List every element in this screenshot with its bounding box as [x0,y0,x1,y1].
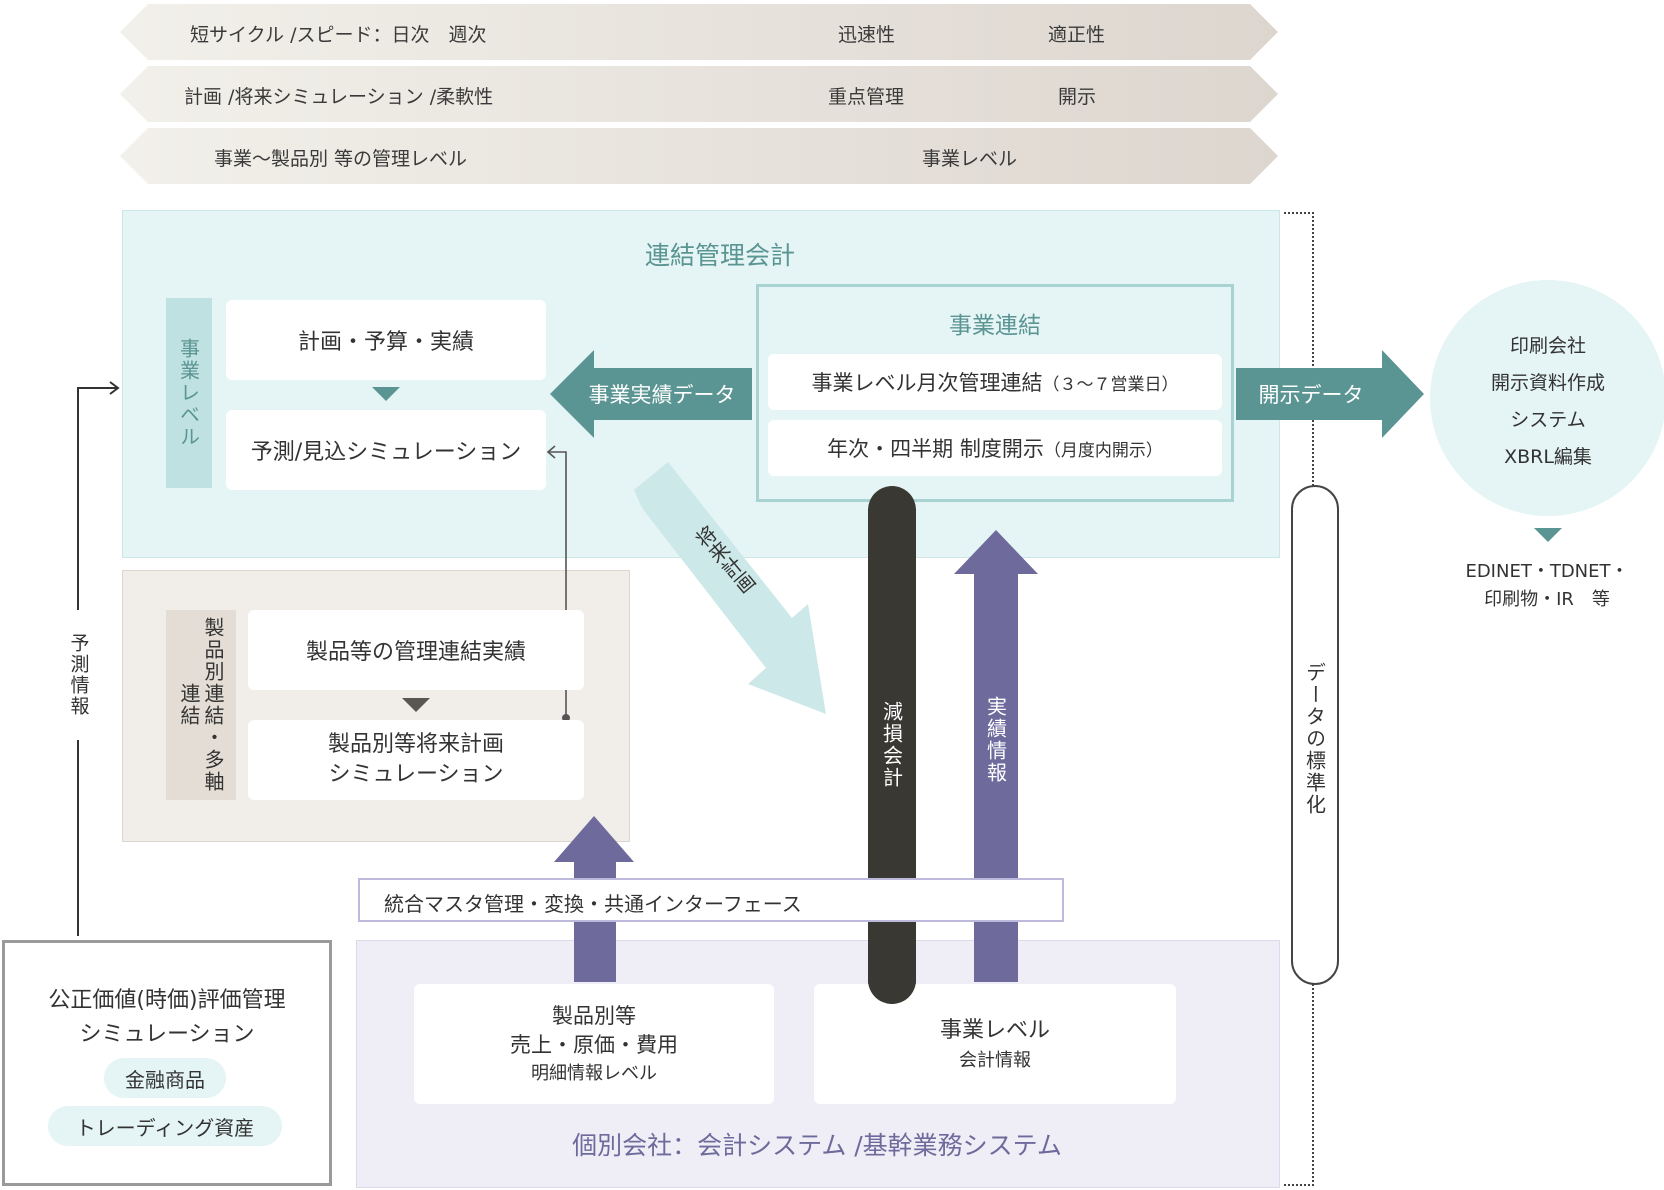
business-accounting-line1: 事業レベル [939,1018,1050,1043]
business-accounting-box: 事業レベル 会計情報 [814,984,1176,1104]
top-bar-2 [120,66,1278,122]
fair-value-title-line2: シミュレーション [79,1022,255,1047]
printing-line-4: XBRL編集 [1504,446,1592,468]
business-consolidation-title: 事業連結 [949,313,1041,339]
top-bar-3-right: 事業レベル [922,148,1018,170]
product-detail-line1: 製品別等 [552,1004,636,1029]
impairment-pillar-cap [868,980,916,1004]
top-bar-1 [120,4,1278,60]
consolidated-title: 連結管理会計 [644,241,795,270]
annual-disclosure-note: （月度内開示） [1043,440,1163,461]
printing-line-1: 印刷会社 [1509,335,1586,357]
top-bar-1-left: 短サイクル /スピード：日次 週次 [190,24,487,46]
printing-company-circle [1430,280,1664,516]
top-bar-2-mid: 重点管理 [828,86,905,108]
master-bar-label: 統合マスタ管理・変換・共通インターフェース [384,892,802,916]
business-level-label: 事業レベル [166,298,212,488]
disclosure-data-arrow [1236,350,1424,438]
results-data-label: 事業実績データ [588,383,736,407]
product-down-triangle-icon [402,698,430,712]
forecast-simulation-box: 予測/見込シミュレーション [226,410,546,490]
product-detail-line3: 明細情報レベル [531,1062,657,1084]
annual-disclosure-box: 年次・四半期 制度開示（月度内開示） [768,420,1222,476]
product-multiaxis-label: 製品別連結・多軸連結 [166,610,236,800]
monthly-consolidation-main: 事業レベル月次管理連結 [811,371,1043,395]
individual-company-title: 個別会社：会計システム /基幹業務システム [572,1131,1062,1160]
top-bar-1-mid: 迅速性 [838,24,896,46]
forecast-info-line [77,387,118,936]
product-future-plan-line2: シミュレーション [328,762,504,787]
printing-output-line1: EDINET・TDNET・ [1465,561,1629,582]
printing-output: EDINET・TDNET・ 印刷物・IR 等 [1430,558,1664,614]
actual-info-label: 実績情報 [983,696,1008,784]
financial-instruments-tag: 金融商品 [104,1058,226,1098]
annual-disclosure-main: 年次・四半期 制度開示 [827,437,1044,461]
top-bar-2-left: 計画 /将来シミュレーション /柔軟性 [184,86,494,108]
product-consolidation-box: 製品等の管理連結実績 [248,610,584,690]
impairment-pillar [868,486,916,1004]
results-data-arrow [550,350,752,438]
printing-company-text: 印刷会社 開示資料作成 システム XBRL編集 [1440,322,1656,482]
actual-info-up-arrow [954,530,1038,982]
trading-assets-tag: トレーディング資産 [48,1106,282,1146]
top-bars-graphic [120,4,1278,184]
top-bar-3-left: 事業〜製品別 等の管理レベル [214,148,468,170]
printing-down-triangle-icon [1534,528,1562,542]
top-bar-1-right: 適正性 [1048,24,1106,46]
product-detail-line2: 売上・原価・費用 [510,1033,678,1058]
top-bar-2-right: 開示 [1058,86,1097,108]
monthly-consolidation-box: 事業レベル月次管理連結（３〜７営業日） [768,354,1222,410]
product-detail-box: 製品別等 売上・原価・費用 明細情報レベル [414,984,774,1104]
top-bar-3 [120,128,1278,184]
monthly-consolidation-note: （３〜７営業日） [1042,374,1179,395]
down-triangle-icon [372,387,400,401]
product-future-plan-line1: 製品別等将来計画 [327,732,504,758]
printing-output-line2: 印刷物・IR 等 [1484,589,1610,610]
printing-line-3: システム [1510,409,1586,431]
plan-budget-actual-box: 計画・予算・実績 [226,300,546,380]
forecast-info-label: 予測情報 [62,610,96,740]
future-plan-arrow [634,462,826,714]
master-bar-frame [358,878,1064,922]
business-consolidation-frame [756,284,1234,502]
printing-line-2: 開示資料作成 [1490,372,1605,394]
fair-value-title-line1: 公正価値(時価)評価管理 [48,988,286,1013]
product-future-plan-box: 製品別等将来計画 シミュレーション [248,720,584,800]
impairment-label: 減損会計 [879,701,904,789]
business-accounting-line2: 会計情報 [959,1050,1031,1071]
data-standardization-label: データの標準化 [1302,662,1327,816]
disclosure-data-label: 開示データ [1258,383,1364,407]
fair-value-title: 公正価値(時価)評価管理 シミュレーション [2,984,332,1052]
standardization-pill [1291,485,1339,985]
